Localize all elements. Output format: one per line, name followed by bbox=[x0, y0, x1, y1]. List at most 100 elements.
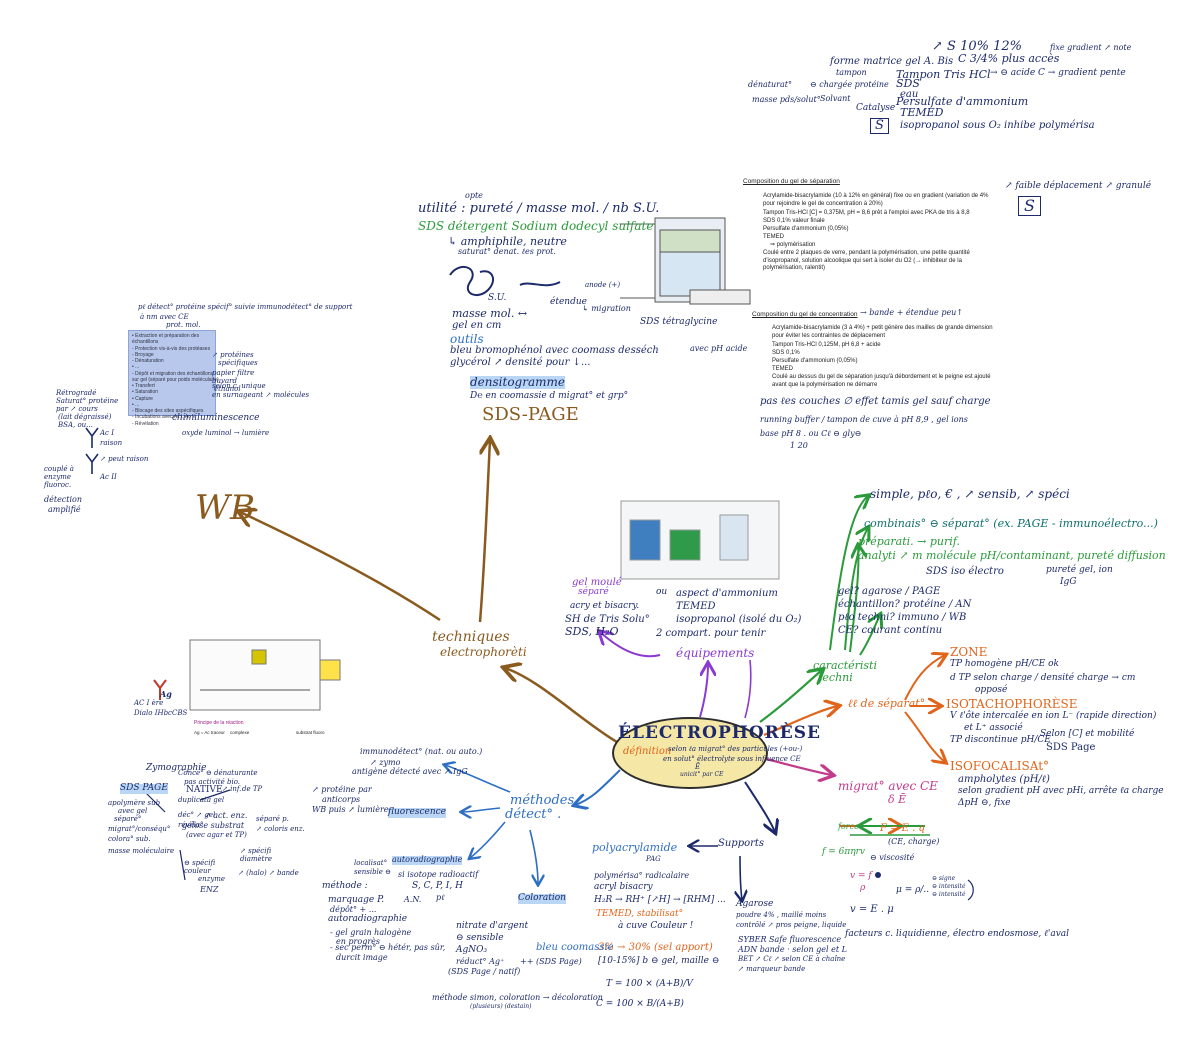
wb-step-10: • Saturation bbox=[132, 389, 158, 396]
supports-poly-2: PAG bbox=[646, 855, 661, 863]
techniques-label-1[interactable]: techniques bbox=[432, 629, 510, 645]
tr-line-2b: C 3/4% plus accès bbox=[958, 52, 1060, 65]
methodes-reduc: réduct° Ag⁺ bbox=[456, 957, 505, 966]
gel-conc-note-3: base pH 8 . ou Cℓ ⊖ gly⊖ bbox=[760, 429, 862, 438]
supports-label[interactable]: Supports bbox=[718, 838, 765, 849]
zymo-l24: diamètre bbox=[240, 855, 272, 863]
carac-analytique-2: SDS iso électro bbox=[926, 566, 1004, 577]
methodes-m4: - gel grain halogène bbox=[330, 928, 412, 937]
wb-left-3: par ↗ cours bbox=[56, 405, 98, 413]
gel-sep-item-4: Persulfate d'ammonium (0,05%) bbox=[763, 226, 849, 232]
central-definition-text-4: unicit° par CE bbox=[680, 771, 724, 778]
zymo-sds-page: SDS PAGE bbox=[120, 783, 168, 794]
migration-viscosity: ⊖ viscosité bbox=[870, 853, 915, 862]
wb-chemi-2: oxyde luminol → lumière bbox=[182, 429, 270, 437]
tr-line-1b: fixe gradient ↗ note bbox=[1050, 43, 1132, 52]
sep-isofocal-2: selon gradient pH avec pHi, arrête ℓa ch… bbox=[958, 786, 1164, 796]
brace-right bbox=[967, 879, 974, 901]
wb-ac2: Ac II bbox=[100, 473, 117, 481]
supports-p4: TEMED, stabilisat° bbox=[596, 909, 684, 919]
zymo-l2: pas activité bio. bbox=[184, 778, 241, 786]
edge-techniques-sdspage bbox=[478, 440, 490, 623]
equip-ou-1: aspect d'ammonium bbox=[676, 588, 778, 599]
protein-linear bbox=[519, 281, 561, 287]
carac-gel-q: gel? agarose / PAGE bbox=[838, 586, 941, 597]
zymo-l14: révéla° bbox=[178, 821, 204, 829]
wb-chemi: chimiluminescence bbox=[172, 413, 260, 423]
sds-page-title[interactable]: SDS-PAGE bbox=[482, 404, 579, 425]
gel-sep-heading: Composition du gel de séparation bbox=[743, 178, 840, 185]
migration-f-eq: f = 6πηrv bbox=[822, 847, 866, 857]
wb-side-4: buvard bbox=[212, 377, 237, 385]
sep-label[interactable]: ℓℓ de séparat° bbox=[848, 697, 926, 710]
equip-ou-4: 2 compart. pour tenir bbox=[656, 628, 766, 639]
zymo-native: NATIVE bbox=[186, 785, 223, 795]
migration-label[interactable]: migrat° avec CE bbox=[838, 779, 938, 793]
sep-isotacho[interactable]: ISOTACHOPHORÈSE bbox=[946, 697, 1078, 711]
particle-dot bbox=[875, 872, 881, 878]
sep-isotacho-2: et L⁺ associé bbox=[964, 723, 1023, 733]
zymo-l23: ↗ spécifi bbox=[240, 847, 272, 855]
wb-left-5: BSA, ou... bbox=[58, 421, 93, 429]
central-definition-text-3: Ē bbox=[695, 763, 701, 771]
supports-a1: poudre 4% , maillé moins bbox=[736, 911, 827, 919]
supports-syber-3: BET ↗ Cℓ ↗ selon CE à chaîne bbox=[738, 955, 846, 963]
supports-poly: polyacrylamide bbox=[592, 841, 678, 854]
methodes-label-2[interactable]: détect° . bbox=[505, 807, 562, 822]
sds-etendue: étendue bbox=[550, 297, 587, 307]
sds-glycerol: glycérol ↗ densité pour ↓... bbox=[450, 357, 591, 368]
sep-isotacho-5: SDS Page bbox=[1046, 742, 1096, 753]
methodes-agno: AgNO₃ bbox=[456, 945, 488, 955]
gel-sep-item-3: SDS 0,1% valeur finale bbox=[763, 218, 825, 224]
methodes-methode: méthode : bbox=[322, 881, 368, 891]
migration-v1: v = f bbox=[850, 871, 872, 881]
methodes-isotope-2: S, C, P, I, H bbox=[412, 881, 463, 891]
equip-label[interactable]: équipements bbox=[676, 646, 755, 660]
migration-note-3: ⊖ intensité bbox=[932, 891, 966, 898]
methodes-immuno-3: antigène détecté avec ↗ IgG bbox=[352, 767, 468, 776]
edge-supports-agarose bbox=[740, 855, 742, 900]
wb-label[interactable]: WB bbox=[195, 488, 255, 528]
sep-zone-3: opposé bbox=[975, 685, 1008, 695]
equip-tris: SH de Tris Solu° bbox=[565, 614, 650, 625]
gel-conc-item-4: Persulfate d'ammonium (0,05%) bbox=[772, 358, 858, 364]
migration-ce-note: (CE, charge) bbox=[888, 837, 940, 846]
sep-zone-2: d TP selon charge / densité charge → cm bbox=[950, 673, 1136, 683]
zymo-l3: duplicata gel bbox=[178, 796, 225, 804]
supports-p2: acryl bisacry bbox=[594, 882, 653, 892]
edge-carac-simple bbox=[829, 496, 868, 651]
sep-zone[interactable]: ZONE bbox=[950, 645, 988, 659]
antibody-y-1 bbox=[85, 427, 99, 474]
edge-center-separation bbox=[763, 706, 838, 737]
supports-p1: polymérisa° radicalaire bbox=[594, 871, 690, 880]
wb-step-4: - Broyage bbox=[132, 351, 154, 358]
sep-isofocal[interactable]: ISOFOCALISAt° bbox=[950, 759, 1050, 773]
carac-label-1[interactable]: caractéristi bbox=[813, 659, 877, 672]
elisa-label-3: substrat fluoro bbox=[296, 730, 325, 735]
wb-side-5: éthanol bbox=[214, 385, 241, 393]
equip-acry: acry et bisacry. bbox=[570, 601, 640, 611]
wb-step-7: - Dépôt et migration des échantillons bbox=[132, 370, 214, 377]
methodes-fluo-3: WB puis ↗ lumière bbox=[312, 805, 389, 814]
migration-note-1: ⊖ signe bbox=[932, 875, 956, 882]
densitogramme-label: densitogramme bbox=[470, 375, 565, 390]
edge-center-methodes bbox=[575, 769, 621, 805]
carac-label-2[interactable]: techni bbox=[818, 671, 853, 684]
gel-apparatus bbox=[620, 217, 751, 305]
sds-migration: ↳ migration bbox=[582, 304, 631, 313]
sds-definition: SDS détergent Sodium dodecyl sulfate bbox=[418, 219, 654, 233]
elisa-diagram bbox=[189, 639, 341, 711]
central-node[interactable] bbox=[612, 717, 768, 789]
tr-line-4b: ⊖ chargée protéine bbox=[810, 80, 889, 89]
tr-line-3b: Tampon Tris HCl bbox=[896, 68, 991, 81]
gel-conc-item-6: Coulé au dessus du gel de séparation jus… bbox=[772, 374, 991, 388]
wb-left-8: fluoroc. bbox=[44, 481, 72, 489]
wb-side-6: selon c. unique bbox=[212, 382, 266, 390]
techniques-label-2[interactable]: electrophorèti bbox=[440, 645, 527, 659]
supports-p8: T = 100 × (A+B)/V bbox=[606, 979, 693, 989]
sds-anode: anode (+) bbox=[585, 281, 621, 289]
methodes-label-1[interactable]: méthodes bbox=[510, 793, 575, 808]
supports-syber-2: ADN bande · selon gel et L bbox=[738, 945, 847, 954]
zymo-l15: gélose substrat bbox=[182, 821, 245, 830]
equip-ou: ou bbox=[656, 587, 668, 597]
